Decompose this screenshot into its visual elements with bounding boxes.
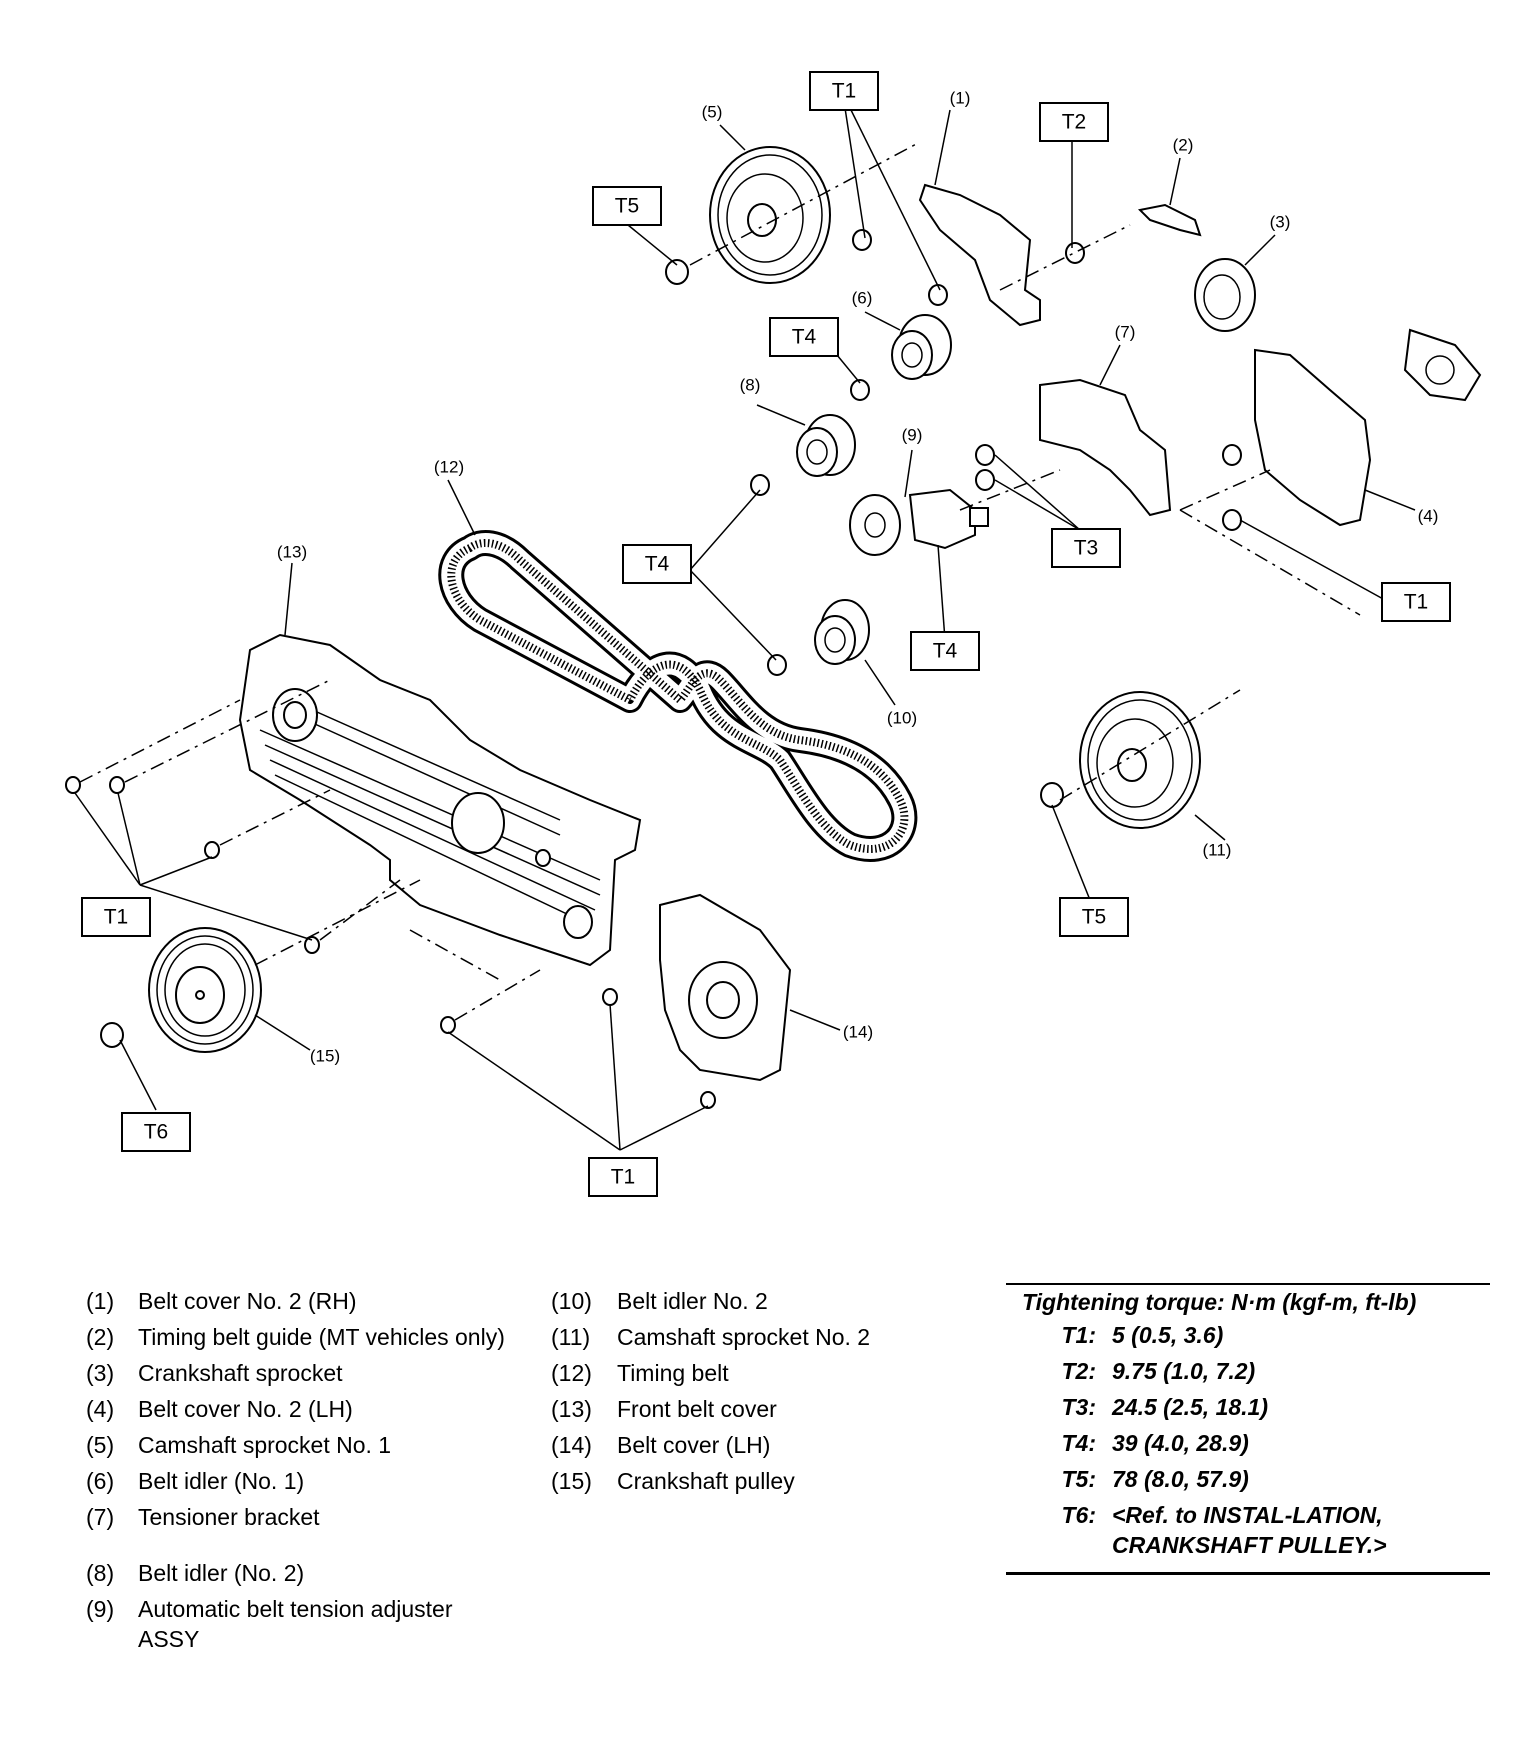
legend-item: (10)Belt idler No. 2 (551, 1288, 768, 1314)
svg-text:T4: T4 (645, 553, 670, 576)
belt-cover-2-rh (918, 183, 1041, 327)
legend-item: (15)Crankshaft pulley (551, 1468, 795, 1494)
legend-item: (3)Crankshaft sprocket (86, 1360, 343, 1386)
svg-text:T1: T1 (611, 1166, 636, 1189)
torque-row: T5:78 (8.0, 57.9) (1061, 1466, 1249, 1492)
torque-box-t1-left: T1 (81, 897, 151, 937)
legend-item: (13)Front belt cover (551, 1396, 777, 1422)
part-number-12: (12) (434, 458, 464, 477)
torque-box-t4-top: T4 (769, 317, 839, 357)
belt-cover-2-lh (1254, 328, 1482, 527)
torque-row: T3:24.5 (2.5, 18.1) (1061, 1394, 1269, 1420)
torque-box-t1-bottom: T1 (588, 1157, 658, 1197)
belt-idler-2-upper (796, 414, 856, 477)
legend-item: (4)Belt cover No. 2 (LH) (86, 1396, 353, 1422)
timing-belt (438, 530, 918, 862)
torque-row: T4:39 (4.0, 28.9) (1061, 1430, 1249, 1456)
torque-box-t6: T6 (121, 1112, 191, 1152)
part-number-6: (6) (852, 289, 873, 308)
torque-box-t1-top: T1 (809, 71, 879, 111)
torque-box-t4-lower: T4 (910, 631, 980, 671)
torque-box-t2: T2 (1039, 102, 1109, 142)
svg-text:T4: T4 (933, 640, 958, 663)
part-number-2: (2) (1173, 136, 1194, 155)
legend-item: (9)Automatic belt tension adjuster ASSY (86, 1596, 453, 1652)
torque-box-t5-top: T5 (592, 186, 662, 226)
legend-item: (14)Belt cover (LH) (551, 1432, 771, 1458)
torque-box-t4-middle: T4 (622, 544, 692, 584)
legend-item: (7)Tensioner bracket (86, 1504, 320, 1530)
torque-box-t1-right: T1 (1381, 582, 1451, 622)
camshaft-sprocket-2 (1079, 691, 1201, 829)
part-number-1: (1) (950, 89, 971, 108)
torque-row: T6:<Ref. to INSTAL-LATION, CRANKSHAFT PU… (1061, 1502, 1387, 1558)
legend-item: (1)Belt cover No. 2 (RH) (86, 1288, 357, 1314)
belt-idler-2-lower (814, 599, 870, 665)
legend-column-1: (1)Belt cover No. 2 (RH) (2)Timing belt … (86, 1286, 506, 1660)
part-number-8: (8) (740, 376, 761, 395)
svg-text:T1: T1 (104, 906, 129, 929)
belt-cover-lh (659, 893, 792, 1082)
legend-column-2: (10)Belt idler No. 2 (11)Camshaft sprock… (551, 1286, 951, 1502)
svg-text:T4: T4 (792, 326, 817, 349)
assembly-lines (79, 141, 1361, 1021)
auto-belt-tension-adjuster (849, 488, 989, 556)
legend-item: (12)Timing belt (551, 1360, 729, 1386)
part-number-11: (11) (1203, 841, 1232, 860)
leader-lines (74, 107, 1416, 1151)
camshaft-sprocket-1 (709, 146, 831, 284)
part-number-14: (14) (843, 1023, 873, 1042)
part-number-9: (9) (902, 426, 923, 445)
torque-box-t5-right: T5 (1059, 897, 1129, 937)
belt-idler-1 (891, 314, 952, 380)
legend-item: (8)Belt idler (No. 2) (86, 1560, 305, 1586)
crankshaft-sprocket (1194, 258, 1256, 332)
tensioner-bracket (1039, 378, 1172, 517)
legend-item: (2)Timing belt guide (MT vehicles only) (86, 1324, 505, 1350)
legend-item: (6)Belt idler (No. 1) (86, 1468, 305, 1494)
part-number-10: (10) (887, 709, 917, 728)
exploded-diagram: T1 T2 T5 T4 T4 T3 T4 T1 T5 T1 T6 T1 (65, 71, 1482, 1197)
torque-table: Tightening torque: N·m (kgf-m, ft-lb) T1… (1006, 1283, 1490, 1575)
torque-row: T2:9.75 (1.0, 7.2) (1061, 1358, 1256, 1384)
svg-text:T1: T1 (832, 80, 857, 103)
torque-row: T1:5 (0.5, 3.6) (1061, 1322, 1224, 1348)
legend-item: (5)Camshaft sprocket No. 1 (86, 1432, 392, 1458)
part-number-15: (15) (310, 1047, 340, 1066)
front-belt-cover (238, 633, 642, 967)
torque-box-t3: T3 (1051, 528, 1121, 568)
svg-text:T1: T1 (1404, 591, 1429, 614)
legend-item: (11)Camshaft sprocket No. 2 (551, 1324, 871, 1350)
part-number-4: (4) (1418, 507, 1439, 526)
part-number-13: (13) (277, 543, 307, 562)
svg-text:T2: T2 (1062, 111, 1087, 134)
crankshaft-pulley (148, 927, 262, 1053)
timing-belt-guide (1137, 203, 1202, 237)
svg-text:T5: T5 (1082, 906, 1107, 929)
bolts (65, 229, 1242, 1109)
part-number-7: (7) (1115, 323, 1136, 342)
torque-table-header: Tightening torque: N·m (kgf-m, ft-lb) (1022, 1289, 1417, 1315)
part-number-5: (5) (702, 103, 723, 122)
svg-text:T6: T6 (144, 1121, 169, 1144)
part-number-3: (3) (1270, 213, 1291, 232)
svg-text:T5: T5 (615, 195, 640, 218)
svg-text:T3: T3 (1074, 537, 1099, 560)
